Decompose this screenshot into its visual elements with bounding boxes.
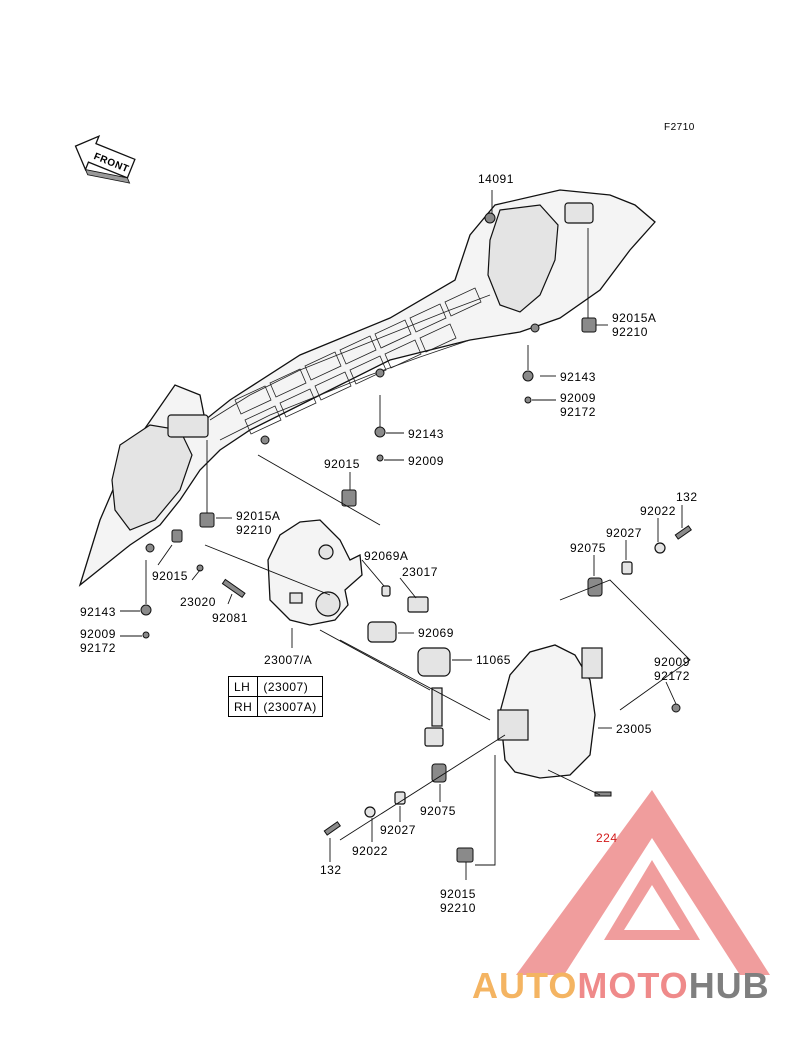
headlight-23005 [497,644,603,779]
lh-rh-legend-table: LH (23007) RH (23007A) [227,676,323,717]
watermark-text: AUTOMOTOHUB [472,965,770,1007]
watermark-text-auto: AUTO [472,965,578,1006]
legend-side: RH [227,696,259,717]
label-92210-left: 92210 [236,523,272,537]
label-92009-right: 92009 [560,391,596,405]
legend-row: LH (23007) [227,676,323,697]
label-92009-mid: 92009 [408,454,444,468]
label-92015-left: 92015 [152,569,188,583]
label-92027-bot: 92027 [380,823,416,837]
label-92172-right: 92172 [560,405,596,419]
socket-11065 [417,647,451,747]
label-92069: 92069 [418,626,454,640]
legend-part: (23007) [257,676,323,697]
bulb-92069 [367,621,397,643]
label-92143-left: 92143 [80,605,116,619]
label-92075-bot: 92075 [420,804,456,818]
label-92143-right: 92143 [560,370,596,384]
label-92027-top: 92027 [606,526,642,540]
front-arrow-icon: FRONT [74,134,136,184]
label-14091: 14091 [478,172,514,186]
label-92022-top: 92022 [640,504,676,518]
label-92172-left: 92172 [80,641,116,655]
label-132-bot: 132 [320,863,342,877]
label-92081: 92081 [212,611,248,625]
legend-side: LH [227,676,259,697]
label-92210-top: 92210 [612,325,648,339]
label-92210-bot: 92210 [440,901,476,915]
label-92009-left: 92009 [80,627,116,641]
label-92015a-top: 92015A [612,311,656,325]
label-132-top: 132 [676,490,698,504]
label-92015-bot: 92015 [440,887,476,901]
watermark-text-moto: MOTO [577,965,689,1006]
leader-lines [120,190,691,880]
front-cover-14091 [78,189,656,587]
label-11065: 11065 [476,653,511,667]
label-92069a: 92069A [364,549,408,563]
hardware-parts [140,317,692,863]
label-92009-r2: 92009 [654,655,690,669]
label-92015a-left: 92015A [236,509,280,523]
bulb-23017 [381,585,429,613]
label-92022-bot: 92022 [352,844,388,858]
label-92075-top: 92075 [570,541,606,555]
label-23005: 23005 [616,722,652,736]
figure-code: F2710 [664,122,695,133]
label-92015-mid: 92015 [324,457,360,471]
label-23017: 23017 [402,565,438,579]
label-23007a: 23007/A [264,653,312,667]
headlight-23007 [267,519,363,626]
label-92143-mid: 92143 [408,427,444,441]
label-92172-r2: 92172 [654,669,690,683]
legend-row: RH (23007A) [227,696,323,717]
label-224: 224 [596,831,618,845]
watermark-logo [516,790,770,975]
watermark-text-hub: HUB [688,965,770,1006]
label-23020: 23020 [180,595,216,609]
legend-part: (23007A) [257,696,323,717]
part-labels: F2710 14091 92015A 92210 92143 92009 921… [80,122,698,915]
